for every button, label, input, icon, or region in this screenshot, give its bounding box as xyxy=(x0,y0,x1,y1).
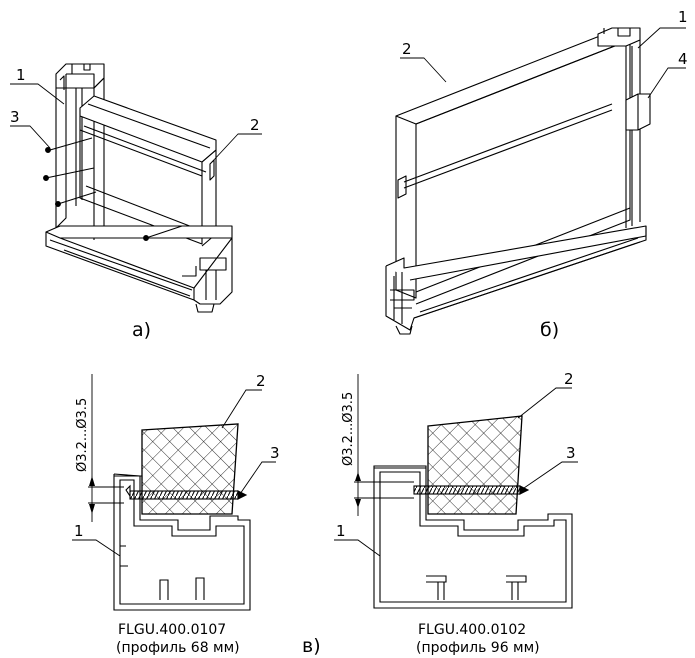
callout-1-section-68: 1 xyxy=(74,522,84,540)
leader-2-a xyxy=(211,133,262,163)
panel-label-a: а) xyxy=(132,319,151,341)
callout-2-section-96: 2 xyxy=(564,370,574,388)
view-a-isometric xyxy=(10,63,262,313)
callout-4-view-b: 4 xyxy=(678,50,688,68)
callout-3-section-68: 3 xyxy=(270,444,280,462)
dimension-line-68 xyxy=(88,374,124,522)
panel-section-96 xyxy=(427,415,523,515)
callout-1-view-a: 1 xyxy=(16,66,26,84)
section-caption-68: (профиль 68 мм) xyxy=(116,640,240,656)
dimension-text-96: Ø3.2...Ø3.5 xyxy=(341,392,356,466)
screw-section-68 xyxy=(129,490,239,500)
section-96mm xyxy=(334,374,578,609)
base-profile-a xyxy=(45,225,233,313)
callout-2-view-a: 2 xyxy=(250,116,260,134)
leader-2-sec1 xyxy=(221,389,262,429)
leader-3-a xyxy=(10,125,51,149)
leader-1-a xyxy=(10,83,65,105)
panel-section-68 xyxy=(141,423,239,515)
callout-1-view-b: 1 xyxy=(678,8,688,26)
leader-2-b xyxy=(400,57,447,83)
section-code-96: FLGU.400.0102 xyxy=(418,622,526,638)
panel-label-c: в) xyxy=(302,635,321,657)
section-68mm xyxy=(72,374,276,611)
leader-3-sec1 xyxy=(239,461,276,495)
callout-2-section-68: 2 xyxy=(256,372,266,390)
dimension-text-68: Ø3.2...Ø3.5 xyxy=(75,398,90,472)
screws-a xyxy=(43,137,183,241)
leader-2-sec2 xyxy=(517,387,572,419)
view-b-isometric xyxy=(385,27,686,335)
dimension-line-96 xyxy=(354,374,414,516)
section-code-68: FLGU.400.0107 xyxy=(118,622,226,638)
profile-section-68 xyxy=(113,473,251,611)
callout-3-view-a: 3 xyxy=(10,108,20,126)
section-caption-96: (профиль 96 мм) xyxy=(416,640,540,656)
leader-3-sec2 xyxy=(523,461,578,489)
screw-section-96 xyxy=(413,485,521,495)
profile-section-96 xyxy=(373,465,573,609)
callout-1-section-96: 1 xyxy=(336,522,346,540)
callout-2-view-b: 2 xyxy=(402,40,412,58)
leader-1-b xyxy=(637,27,686,49)
filler-panel-a xyxy=(79,95,217,247)
vertical-profile-b xyxy=(597,27,641,228)
base-profile-b xyxy=(385,225,647,335)
clip-4 xyxy=(625,93,651,131)
vertical-profile-a xyxy=(55,63,105,240)
leader-1-sec1 xyxy=(72,539,121,557)
callout-3-section-96: 3 xyxy=(566,444,576,462)
leader-1-sec2 xyxy=(334,539,381,557)
leader-4-b xyxy=(647,67,686,99)
panel-label-b: б) xyxy=(540,319,559,341)
